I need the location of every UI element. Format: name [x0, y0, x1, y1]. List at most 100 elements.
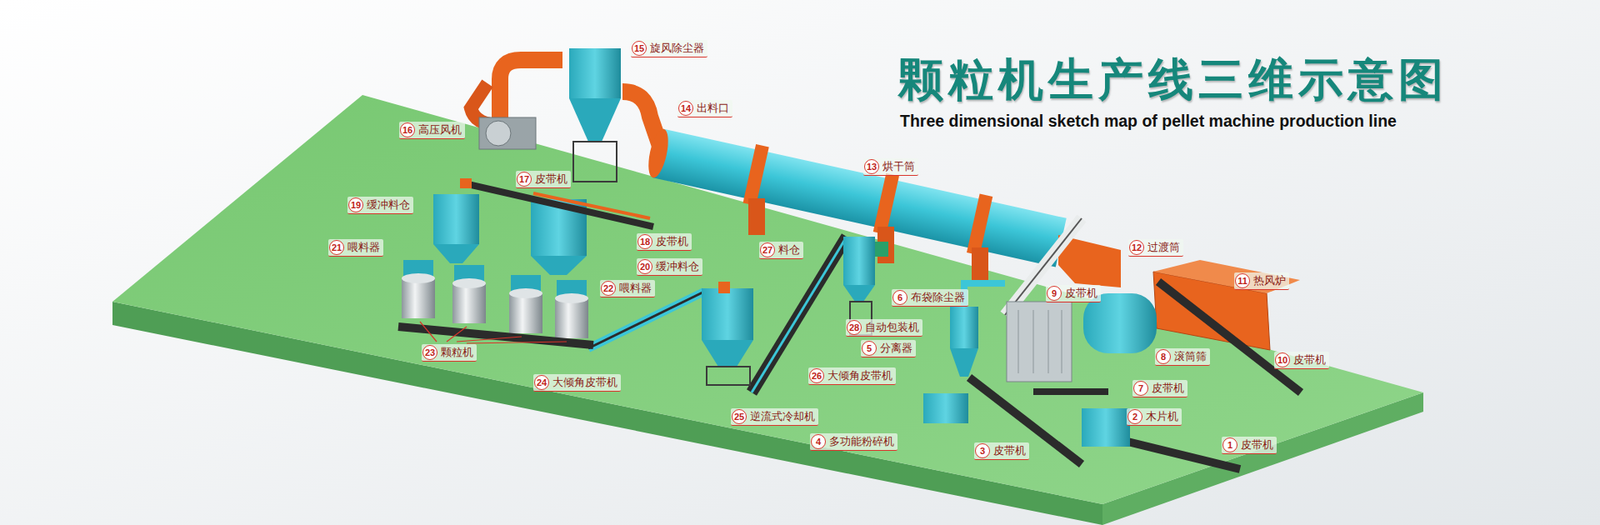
cyclone-dust-collector — [569, 48, 621, 99]
part-name: 皮带机 — [993, 443, 1026, 459]
bag-filter — [1018, 310, 1020, 374]
callout-number: 17 — [516, 171, 532, 187]
part-name: 过渡筒 — [1147, 240, 1180, 255]
callout-number: 19 — [348, 197, 364, 213]
part-name: 滚筒筛 — [1174, 349, 1207, 365]
pellet-mill — [452, 278, 486, 289]
separator — [950, 306, 979, 349]
callout: 23颗粒机 — [421, 344, 477, 362]
belt-conveyor — [1033, 388, 1109, 395]
high-pressure-fan — [479, 117, 536, 150]
callout-number: 25 — [731, 409, 747, 425]
callout: 22喂料器 — [600, 280, 655, 298]
leader-line — [420, 321, 567, 344]
steep-belt-conveyor — [588, 291, 705, 349]
counterflow-cooler — [701, 281, 754, 385]
callout: 5分离器 — [860, 340, 916, 358]
part-name: 缓冲料仓 — [366, 197, 410, 213]
callout: 20缓冲料仓 — [636, 258, 703, 276]
cyclone-dust-collector — [569, 98, 621, 142]
callout: 15旋风除尘器 — [630, 40, 708, 58]
crusher — [923, 393, 969, 424]
callout-number: 13 — [864, 159, 880, 175]
hot-air-furnace — [1153, 260, 1300, 294]
callout-number: 16 — [400, 122, 415, 138]
pellet-mill — [509, 293, 543, 334]
counterflow-cooler — [718, 281, 730, 294]
air-pipe — [500, 60, 563, 125]
diagram-title: 颗粒机生产线三维示意图 — [898, 50, 1449, 111]
callout-number: 1 — [1222, 437, 1238, 453]
leader-line — [446, 326, 467, 342]
callout-number: 5 — [861, 340, 877, 356]
callout: 3皮带机 — [974, 442, 1030, 460]
air-pipe — [470, 60, 660, 146]
belt-conveyor — [1158, 281, 1301, 393]
air-pipe — [622, 91, 660, 146]
part-name: 木片机 — [1145, 409, 1179, 425]
callout-number: 22 — [600, 280, 616, 296]
leader-line — [466, 341, 567, 344]
part-name: 热风炉 — [1253, 273, 1286, 289]
leader-line — [420, 321, 437, 342]
leader-line — [456, 336, 522, 342]
callout: 28自动包装机 — [845, 319, 923, 337]
bag-filter — [1048, 310, 1050, 374]
buffer-bin — [464, 183, 654, 227]
callout: 1皮带机 — [1221, 436, 1277, 455]
drying-drum — [966, 194, 993, 256]
callout-number: 28 — [846, 320, 862, 335]
pellet-mill — [401, 273, 435, 284]
callout: 16高压风机 — [399, 121, 465, 140]
callout: 2木片机 — [1126, 408, 1182, 426]
part-name: 皮带机 — [1151, 380, 1185, 396]
part-name: 喂料器 — [347, 240, 380, 255]
pellet-mill — [398, 260, 594, 345]
callout-number: 3 — [975, 443, 990, 459]
callout-number: 10 — [1275, 352, 1290, 368]
platform — [112, 95, 1424, 505]
callout-number: 2 — [1127, 409, 1143, 425]
callout: 18皮带机 — [636, 233, 692, 251]
callout: 6布袋除尘器 — [891, 289, 969, 307]
pellet-mill — [509, 288, 543, 299]
part-name: 大倾角皮带机 — [552, 375, 618, 390]
callout: 13烘干筒 — [863, 158, 919, 176]
crusher — [923, 393, 969, 424]
bag-filter — [1033, 310, 1035, 374]
callout: 4多功能粉碎机 — [810, 433, 898, 451]
english-subtitle: Three dimensional sketch map of pellet m… — [900, 111, 1397, 131]
part-name: 皮带机 — [655, 234, 689, 250]
bag-filter — [1006, 301, 1072, 382]
callout-number: 23 — [422, 345, 438, 360]
callout: 11热风炉 — [1234, 272, 1290, 290]
wood-chipper — [1081, 408, 1130, 447]
part-name: 颗粒机 — [440, 345, 474, 360]
callout: 10皮带机 — [1274, 351, 1330, 370]
platform — [112, 95, 1424, 525]
callout: 25逆流式冷却机 — [730, 408, 819, 426]
silo — [843, 236, 875, 285]
part-name: 烘干筒 — [882, 159, 915, 175]
callout-number: 4 — [810, 434, 826, 450]
callout-number: 15 — [631, 40, 647, 56]
callout: 9皮带机 — [1045, 285, 1101, 303]
part-name: 多功能粉碎机 — [829, 434, 895, 450]
cyclone-dust-collector — [569, 48, 621, 182]
drum-support — [748, 198, 989, 285]
part-name: 皮带机 — [1065, 285, 1098, 301]
callout-number: 8 — [1155, 349, 1171, 365]
callout-number: 24 — [534, 375, 550, 390]
callout-number: 11 — [1235, 273, 1250, 289]
callout-number: 9 — [1046, 285, 1062, 301]
pellet-mill — [398, 326, 594, 345]
bag-filter — [1061, 310, 1063, 374]
part-name: 分离器 — [880, 340, 913, 356]
drying-drum — [645, 127, 673, 180]
counterflow-cooler — [701, 288, 754, 340]
buffer-bin — [433, 194, 480, 245]
buffer-bin — [530, 255, 587, 275]
part-name: 旋风除尘器 — [650, 40, 705, 56]
silo — [843, 285, 875, 302]
